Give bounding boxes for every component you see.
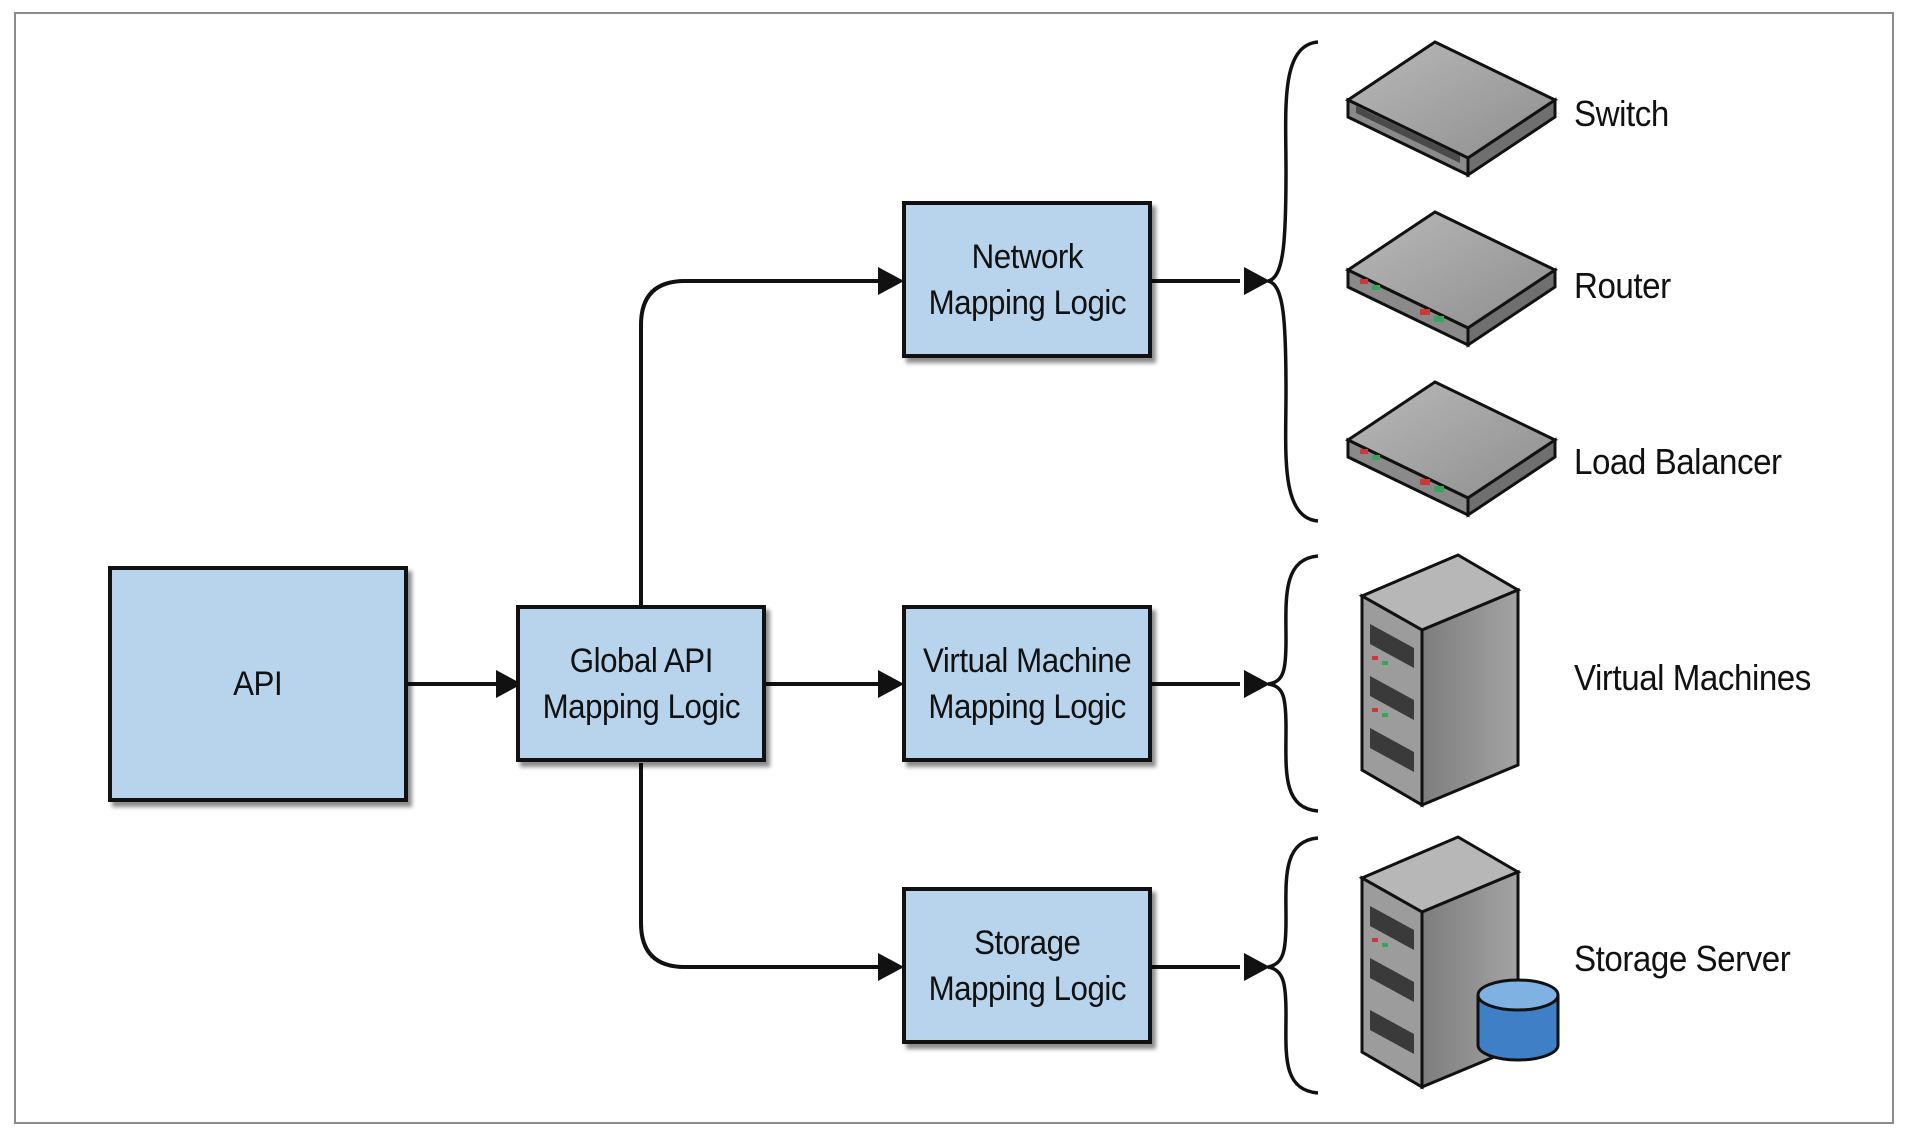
arrowhead	[496, 670, 522, 698]
brace-vm	[1267, 554, 1319, 813]
arrowhead	[1244, 670, 1270, 698]
vm-mapping-box: Virtual Machine Mapping Logic	[902, 605, 1152, 762]
brace-network	[1267, 40, 1319, 523]
brace-storage	[1267, 836, 1319, 1095]
storage-mapping-label: Storage Mapping Logic	[928, 923, 1126, 1008]
arrowhead	[1244, 953, 1270, 981]
api-box: API	[108, 566, 408, 802]
arrowhead	[878, 953, 904, 981]
switch-icon	[1344, 40, 1559, 178]
switch-label: Switch	[1574, 93, 1669, 134]
router-icon	[1344, 210, 1559, 348]
arrowhead	[878, 670, 904, 698]
braces	[1267, 40, 1319, 1095]
global-mapping-label: Global API Mapping Logic	[542, 641, 740, 726]
storage-server-icon	[1358, 835, 1522, 1090]
arrowhead	[878, 267, 904, 295]
router-label: Router	[1574, 265, 1671, 306]
arrowhead	[1244, 267, 1270, 295]
global-mapping-box: Global API Mapping Logic	[516, 605, 766, 762]
load-balancer-label: Load Balancer	[1574, 441, 1782, 482]
api-label: API	[233, 665, 283, 703]
connectors	[406, 279, 1240, 969]
network-mapping-label: Network Mapping Logic	[928, 237, 1126, 322]
storage-server-label: Storage Server	[1574, 938, 1791, 979]
edge-global-to-storage	[639, 763, 880, 969]
storage-mapping-box: Storage Mapping Logic	[902, 887, 1152, 1044]
figure-border	[14, 12, 1894, 1124]
database-icon	[1476, 978, 1560, 1062]
vm-mapping-label: Virtual Machine Mapping Logic	[922, 641, 1132, 726]
virtual-machines-label: Virtual Machines	[1574, 657, 1811, 698]
server-rack-icon	[1358, 553, 1522, 808]
load-balancer-icon	[1344, 380, 1559, 518]
edge-global-to-network	[639, 279, 880, 605]
network-mapping-box: Network Mapping Logic	[902, 201, 1152, 358]
arrowheads	[496, 267, 1270, 981]
